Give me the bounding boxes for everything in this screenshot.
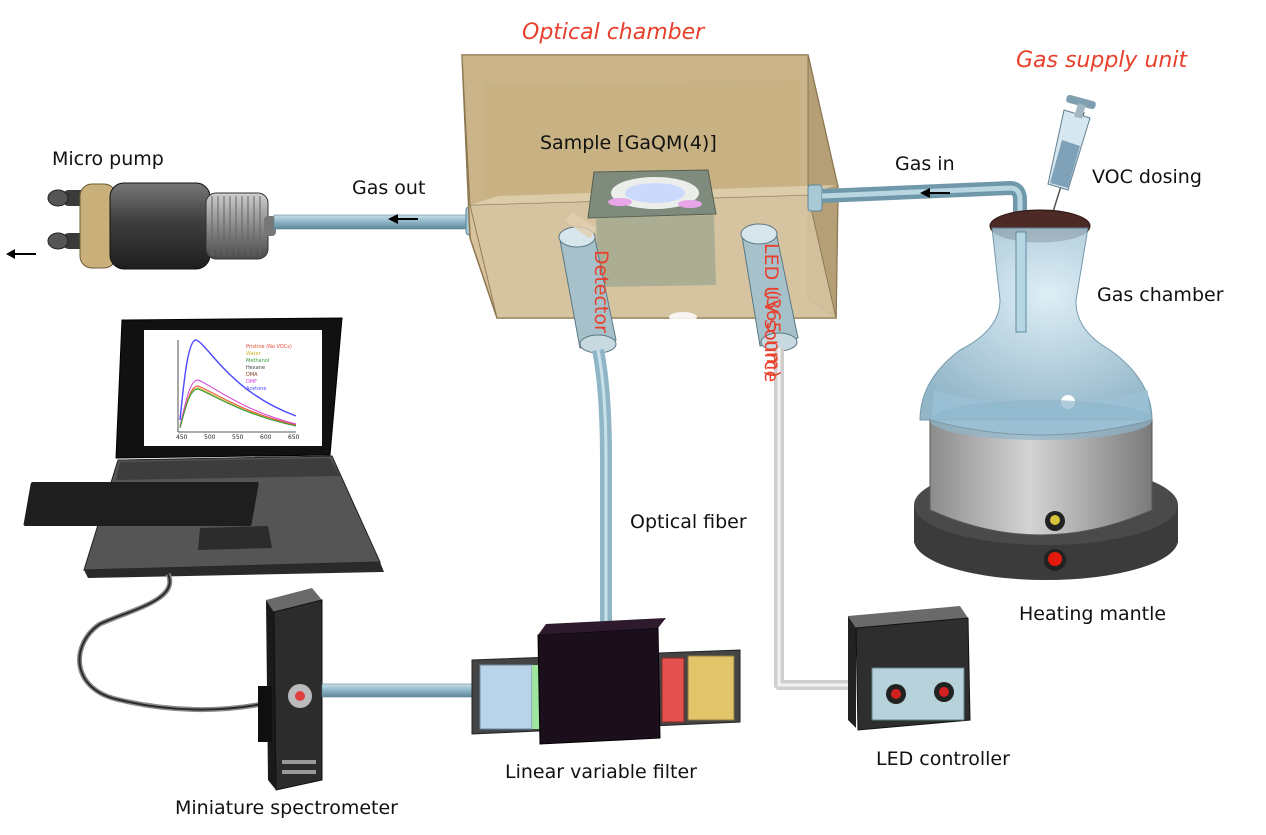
optical-chamber <box>461 54 839 322</box>
gas-chamber-label: Gas chamber <box>1097 284 1224 306</box>
legend-entry-5: DMA <box>246 372 258 378</box>
heating-mantle-label: Heating mantle <box>1019 603 1167 625</box>
voc-dosing-label: VOC dosing <box>1092 166 1202 188</box>
led-controller <box>848 606 971 731</box>
tick-label: 450 <box>176 434 188 441</box>
plot-curve-methanol <box>179 388 297 429</box>
tick-label: 500 <box>204 434 216 441</box>
gas-in-tube <box>807 180 1027 232</box>
tick-label: 600 <box>260 434 272 441</box>
usb-cable <box>77 572 263 713</box>
gas-out-label: Gas out <box>352 177 426 199</box>
linear-variable-filter <box>471 618 741 745</box>
miniature-spectrometer-label: Miniature spectrometer <box>175 797 398 819</box>
legend-entry-4: Hexane <box>246 365 266 371</box>
legend-entry-1: Pristine (No VOCs) <box>246 344 292 350</box>
detector-probe <box>558 211 617 354</box>
legend-entry-6: DMF <box>246 379 258 385</box>
micro-pump-label: Micro pump <box>52 148 164 170</box>
syringe <box>1047 94 1096 229</box>
legend-entry-2: Water <box>246 351 261 357</box>
detector-label: Detector <box>590 250 612 333</box>
micro-pump <box>47 182 276 270</box>
spectrometer-fiber <box>321 683 483 698</box>
wavelength-label: (365 nm) <box>762 290 784 378</box>
gas-out-tube <box>273 206 481 236</box>
plot-curve-dmf <box>179 379 297 427</box>
plot-curve-acetone <box>179 339 297 421</box>
led-uv-probe <box>740 223 799 352</box>
gas-in-label: Gas in <box>895 153 955 175</box>
gas-supply-unit-label: Gas supply unit <box>1016 48 1188 73</box>
optical-fiber-label: Optical fiber <box>630 511 747 533</box>
screen-plot <box>144 330 322 446</box>
optical-chamber-label: Optical chamber <box>522 20 705 45</box>
legend-entry-7: Acetone <box>246 386 267 392</box>
legend-entry-3: Methanol <box>246 358 270 364</box>
tick-label: 550 <box>232 434 244 441</box>
exhaust-arrow <box>6 249 36 259</box>
sample-label: Sample [GaQM(4)] <box>540 132 717 154</box>
led-controller-label: LED controller <box>876 748 1010 770</box>
led-cable <box>774 348 852 690</box>
miniature-spectrometer <box>258 588 323 791</box>
heating-mantle <box>914 400 1178 580</box>
tick-label: 650 <box>288 434 300 441</box>
linear-variable-filter-label: Linear variable filter <box>505 761 697 783</box>
